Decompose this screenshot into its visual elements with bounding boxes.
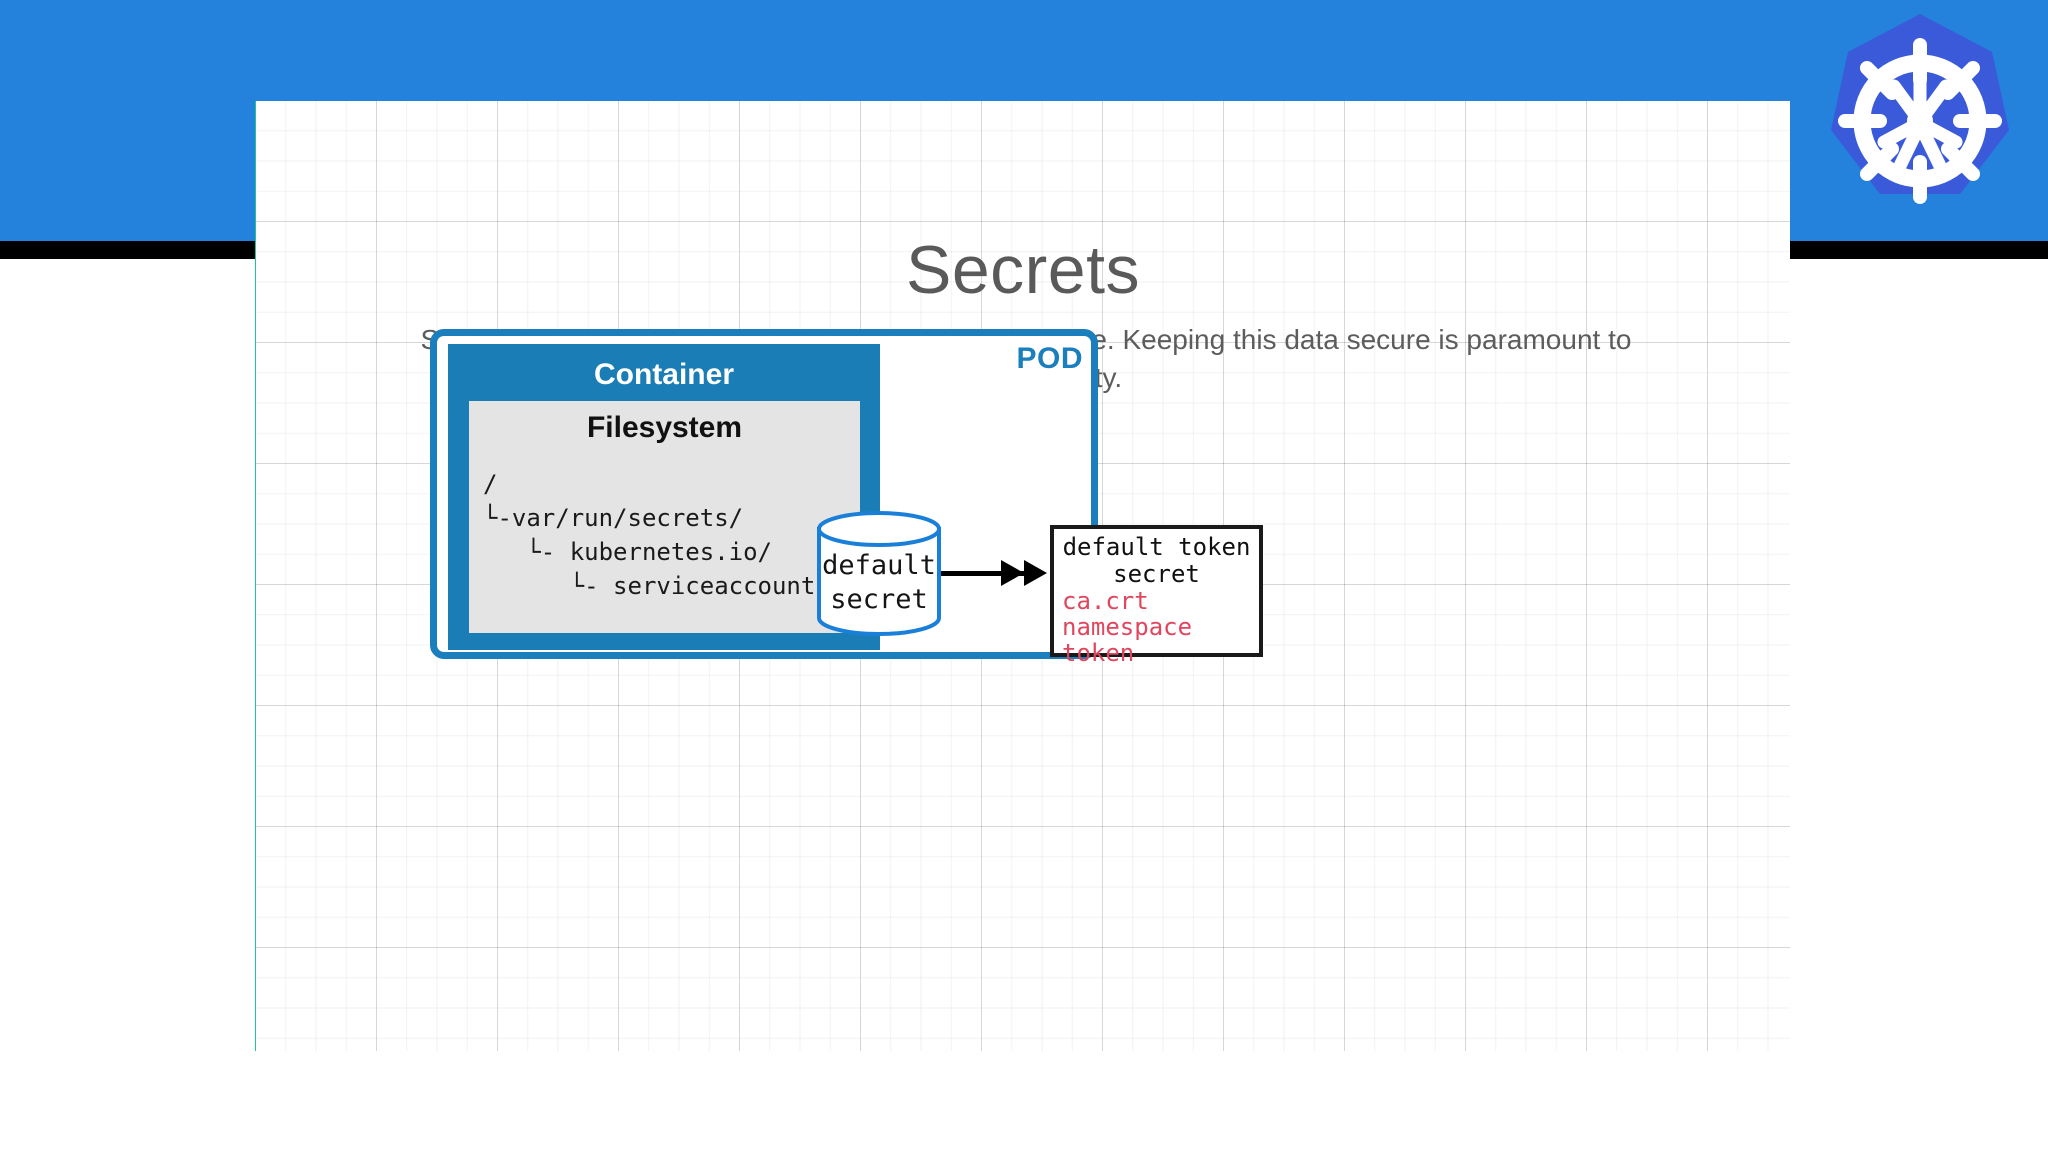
filesystem-tree: / └-var/run/secrets/ └- kubernetes.io/ └… — [483, 470, 845, 600]
slide-canvas: Secrets Secrets allow you to expose entr… — [256, 101, 1790, 1051]
token-key-namespace: namespace — [1062, 613, 1193, 641]
token-title-line2: secret — [1113, 560, 1200, 588]
default-token-secret-box: default token secret ca.crt namespace to… — [1050, 525, 1263, 666]
container-label: Container — [593, 358, 734, 391]
filesystem-box: Filesystem / └-var/run/secrets/ └- kuber… — [469, 401, 860, 633]
pod-label: POD — [1016, 342, 1083, 375]
arrow-secret-to-token-head — [1024, 560, 1047, 586]
token-title-line1: default token — [1062, 533, 1251, 561]
page-title: Secrets — [905, 232, 1141, 308]
token-key-ca-crt: ca.crt — [1062, 587, 1149, 615]
default-secret-cylinder — [816, 511, 942, 636]
token-key-token: token — [1062, 639, 1135, 667]
arrow-secret-to-token-line — [942, 571, 1028, 576]
filesystem-label: Filesystem — [586, 411, 743, 444]
kubernetes-wheel-icon — [1820, 8, 2020, 234]
